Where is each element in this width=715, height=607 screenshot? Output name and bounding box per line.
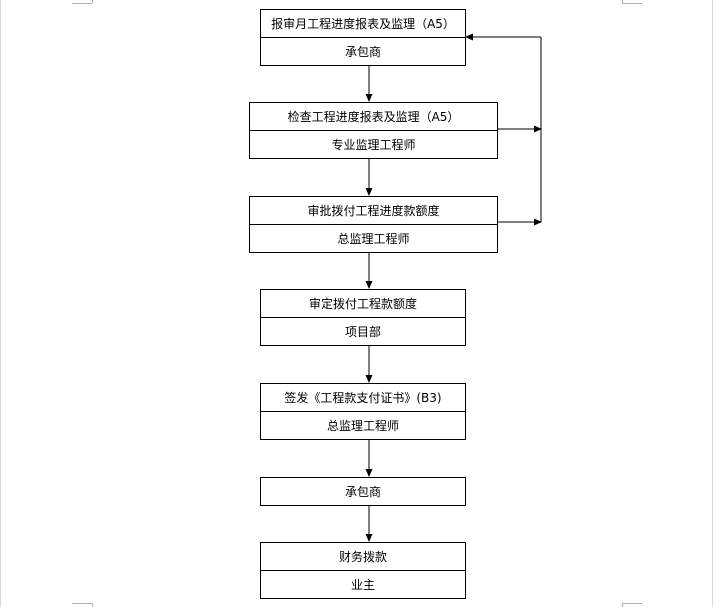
step2-action: 检查工程进度报表及监理（A5） [287, 109, 460, 124]
step3-box: 审批拨付工程进度款额度 总监理工程师 [249, 196, 498, 253]
step1-action: 报审月工程进度报表及监理（A5） [271, 16, 455, 31]
step7-actor: 业主 [261, 570, 465, 598]
step4-action: 审定拨付工程款额度 [308, 296, 417, 311]
page-edge-left [0, 0, 1, 607]
crop-mark-bottom-left-h [72, 603, 92, 604]
step6-box: 承包商 [260, 477, 466, 506]
crop-mark-top-left-h [72, 3, 92, 4]
step6-actor: 承包商 [344, 484, 381, 499]
step2-actor: 专业监理工程师 [250, 130, 497, 158]
step5-actor: 总监理工程师 [261, 411, 465, 439]
step2-box: 检查工程进度报表及监理（A5） 专业监理工程师 [249, 102, 498, 159]
crop-mark-top-left-v [92, 0, 93, 3]
crop-mark-bottom-right-v [622, 603, 623, 607]
crop-mark-top-right-v [622, 0, 623, 3]
crop-mark-bottom-right-h [622, 603, 642, 604]
page-edge-right [712, 0, 713, 607]
step7-box: 财务拨款 业主 [260, 542, 466, 599]
step3-action: 审批拨付工程进度款额度 [307, 203, 440, 218]
step5-box: 签发《工程款支付证书》(B3) 总监理工程师 [260, 383, 466, 440]
crop-mark-top-right-h [622, 3, 642, 4]
step5-action: 签发《工程款支付证书》(B3) [284, 390, 442, 405]
step1-box: 报审月工程进度报表及监理（A5） 承包商 [260, 9, 466, 66]
step1-actor: 承包商 [261, 37, 465, 65]
step4-box: 审定拨付工程款额度 项目部 [260, 289, 466, 346]
step4-actor: 项目部 [261, 317, 465, 345]
step3-actor: 总监理工程师 [250, 224, 497, 252]
crop-mark-bottom-left-v [92, 603, 93, 607]
step7-action: 财务拨款 [338, 549, 387, 564]
